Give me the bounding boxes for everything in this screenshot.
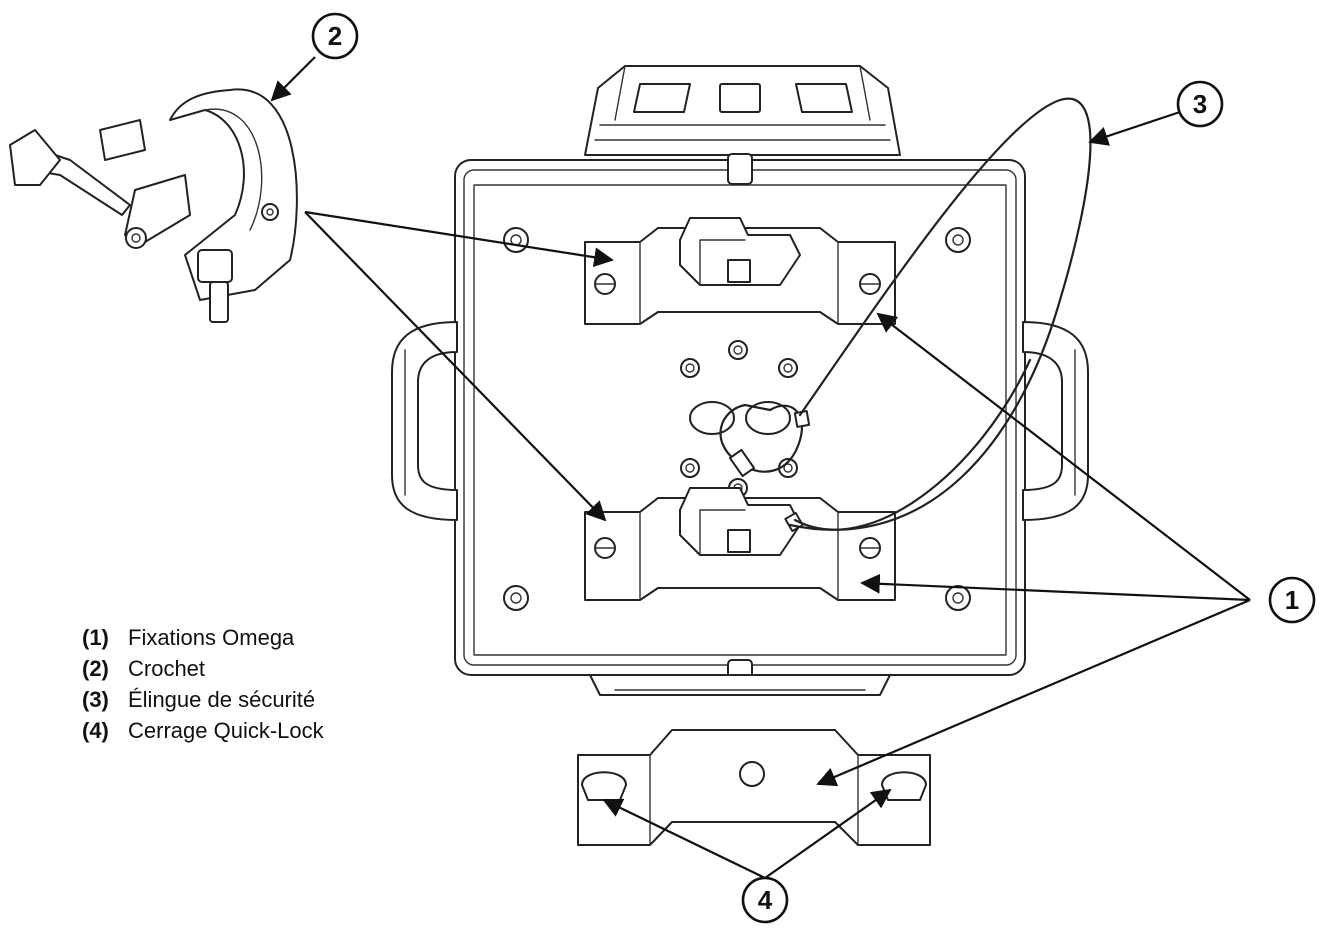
left-handle [391, 321, 458, 521]
legend-item-number: (4) [82, 718, 109, 743]
legend-item-text: Crochet [128, 656, 206, 681]
legend-item: (4) Cerrage Quick-Lock [82, 715, 324, 746]
arrows-3 [1088, 110, 1181, 146]
legend-item-text: Élingue de sécurité [128, 687, 316, 712]
callout-3: 3 [1176, 80, 1224, 128]
arrows-4 [602, 788, 892, 879]
arrows-2 [270, 56, 614, 522]
legend-item-number: (3) [82, 687, 109, 712]
arrows-1 [816, 312, 1251, 787]
legend-item-text: Cerrage Quick-Lock [128, 718, 324, 743]
callout-4-label: 4 [758, 885, 773, 915]
legend-item: (2) Crochet [82, 653, 324, 684]
corner-screws [503, 227, 971, 611]
hook-clamp [9, 88, 298, 323]
callout-1-label: 1 [1285, 585, 1299, 615]
legend-item-number: (1) [82, 625, 109, 650]
legend-item-text: Fixations Omega [128, 625, 295, 650]
callout-2: 2 [311, 12, 359, 60]
right-handle [1022, 321, 1089, 521]
callout-4: 4 [741, 876, 789, 924]
legend-item: (3) Élingue de sécurité [82, 684, 324, 715]
center-holes [680, 340, 798, 498]
legend: (1) Fixations Omega (2) Crochet (3) Élingue… [82, 622, 324, 746]
omega-bracket-lower [584, 487, 896, 601]
omega-bracket-upper [584, 217, 896, 325]
quick-lock-bracket [577, 729, 931, 846]
safety-cable-lines [788, 97, 1092, 531]
safety-cable-loop [719, 403, 811, 533]
callout-2-label: 2 [328, 21, 342, 51]
fixture-head [584, 65, 901, 156]
callout-1: 1 [1268, 576, 1316, 624]
legend-item-number: (2) [82, 656, 109, 681]
callout-3-label: 3 [1193, 89, 1207, 119]
legend-item: (1) Fixations Omega [82, 622, 324, 653]
